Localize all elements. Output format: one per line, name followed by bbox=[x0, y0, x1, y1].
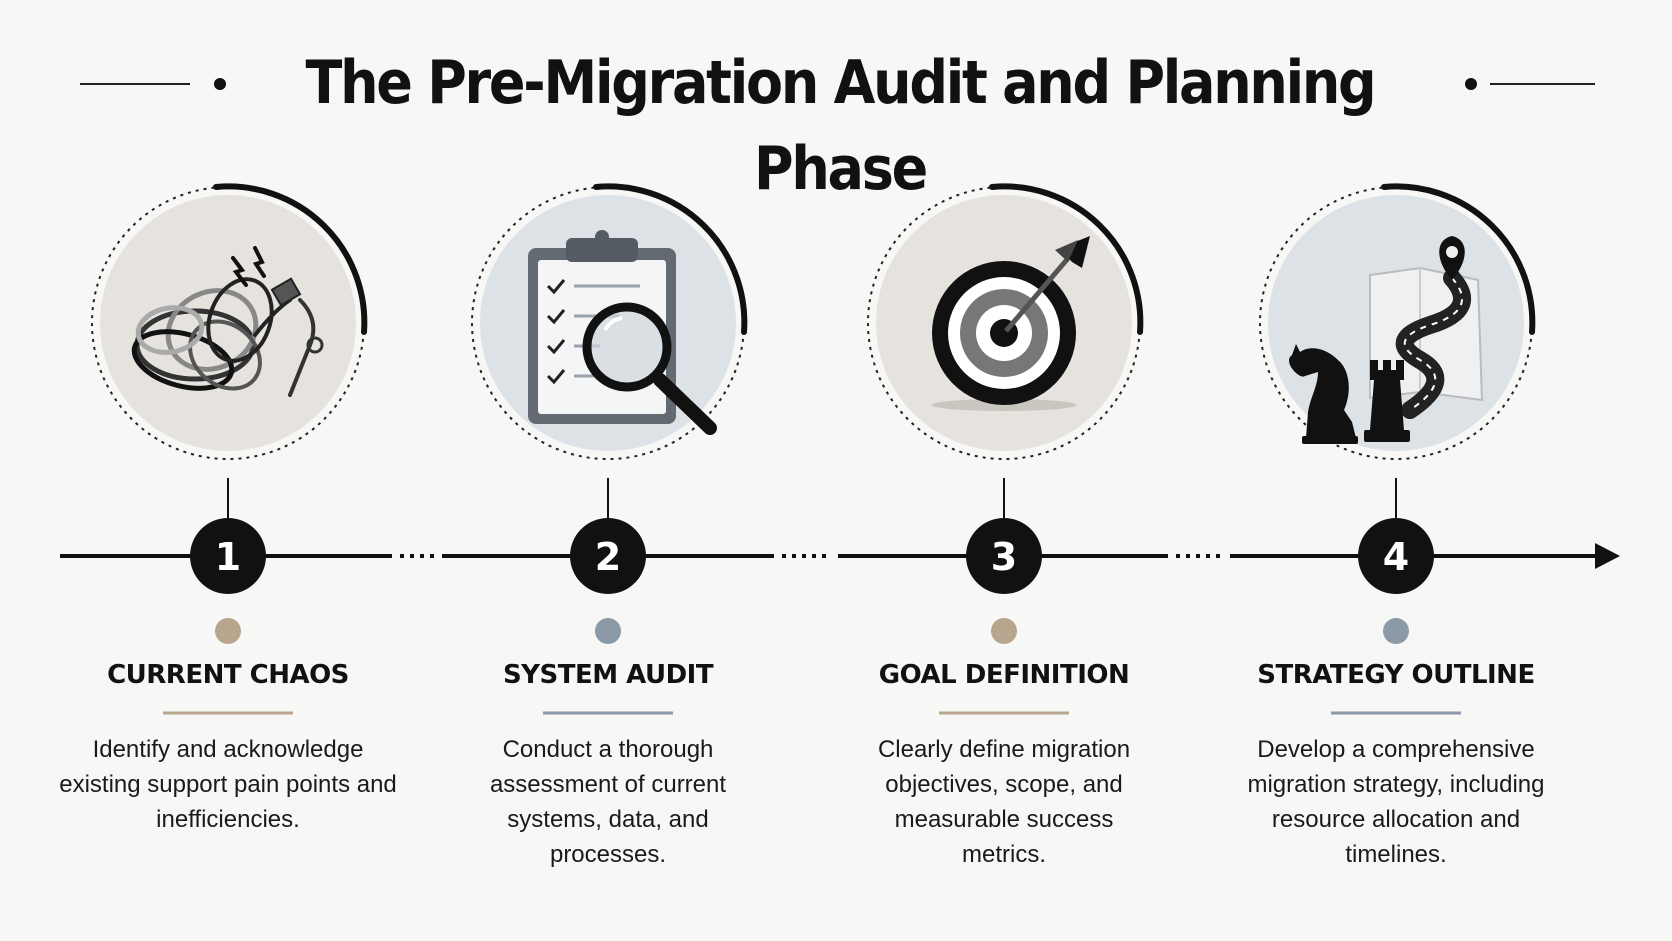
step-4-accent-dot bbox=[1383, 618, 1409, 644]
step-2-label: SYSTEM AUDIT bbox=[502, 660, 714, 690]
tangled-chaos-icon bbox=[131, 246, 324, 397]
step-1-number: 1 bbox=[215, 535, 241, 579]
title-left-dot bbox=[214, 78, 226, 90]
step-3-progress-arc bbox=[989, 183, 1144, 335]
step-2-progress-arc bbox=[593, 183, 748, 335]
step-2-accent-dot bbox=[595, 618, 621, 644]
step-3-badge: 3 bbox=[966, 518, 1042, 594]
step-2-number: 2 bbox=[595, 535, 621, 579]
timeline-arrowhead bbox=[1595, 543, 1620, 569]
page-title: The Pre-Migration Audit and Planning Pha… bbox=[305, 48, 1377, 204]
step-2-graphic bbox=[471, 183, 748, 521]
chess-roadmap-icon bbox=[1289, 236, 1484, 444]
step-4-label: STRATEGY OUTLINE bbox=[1257, 660, 1535, 690]
step-3-graphic bbox=[867, 183, 1144, 521]
step-3-number: 3 bbox=[991, 535, 1017, 579]
step-4-progress-arc bbox=[1381, 183, 1536, 335]
step-4-description: Develop a comprehensive migration strate… bbox=[1247, 736, 1545, 868]
step-1-accent-dot bbox=[215, 618, 241, 644]
step-3-accent-dot bbox=[991, 618, 1017, 644]
title-left-line bbox=[80, 83, 190, 85]
step-1-badge: 1 bbox=[190, 518, 266, 594]
step-4-number: 4 bbox=[1383, 535, 1409, 579]
title-right-line bbox=[1490, 83, 1595, 85]
step-2-description: Conduct a thorough assessment of current… bbox=[489, 736, 727, 868]
step-4-badge: 4 bbox=[1358, 518, 1434, 594]
target-arrow-icon bbox=[932, 236, 1090, 411]
step-1-description: Identify and acknowledge existing suppor… bbox=[59, 736, 397, 833]
step-3-description: Clearly define migration objectives, sco… bbox=[877, 736, 1131, 868]
title-right-dot bbox=[1465, 78, 1477, 90]
title-row: The Pre-Migration Audit and Planning Pha… bbox=[0, 40, 1672, 204]
clipboard-magnifier-icon bbox=[528, 230, 717, 435]
step-3-label: GOAL DEFINITION bbox=[878, 660, 1130, 690]
step-1-graphic bbox=[91, 183, 368, 521]
step-2-badge: 2 bbox=[570, 518, 646, 594]
step-4-graphic bbox=[1259, 183, 1536, 521]
step-1-label: CURRENT CHAOS bbox=[107, 660, 349, 690]
step-1-progress-arc bbox=[213, 183, 368, 335]
